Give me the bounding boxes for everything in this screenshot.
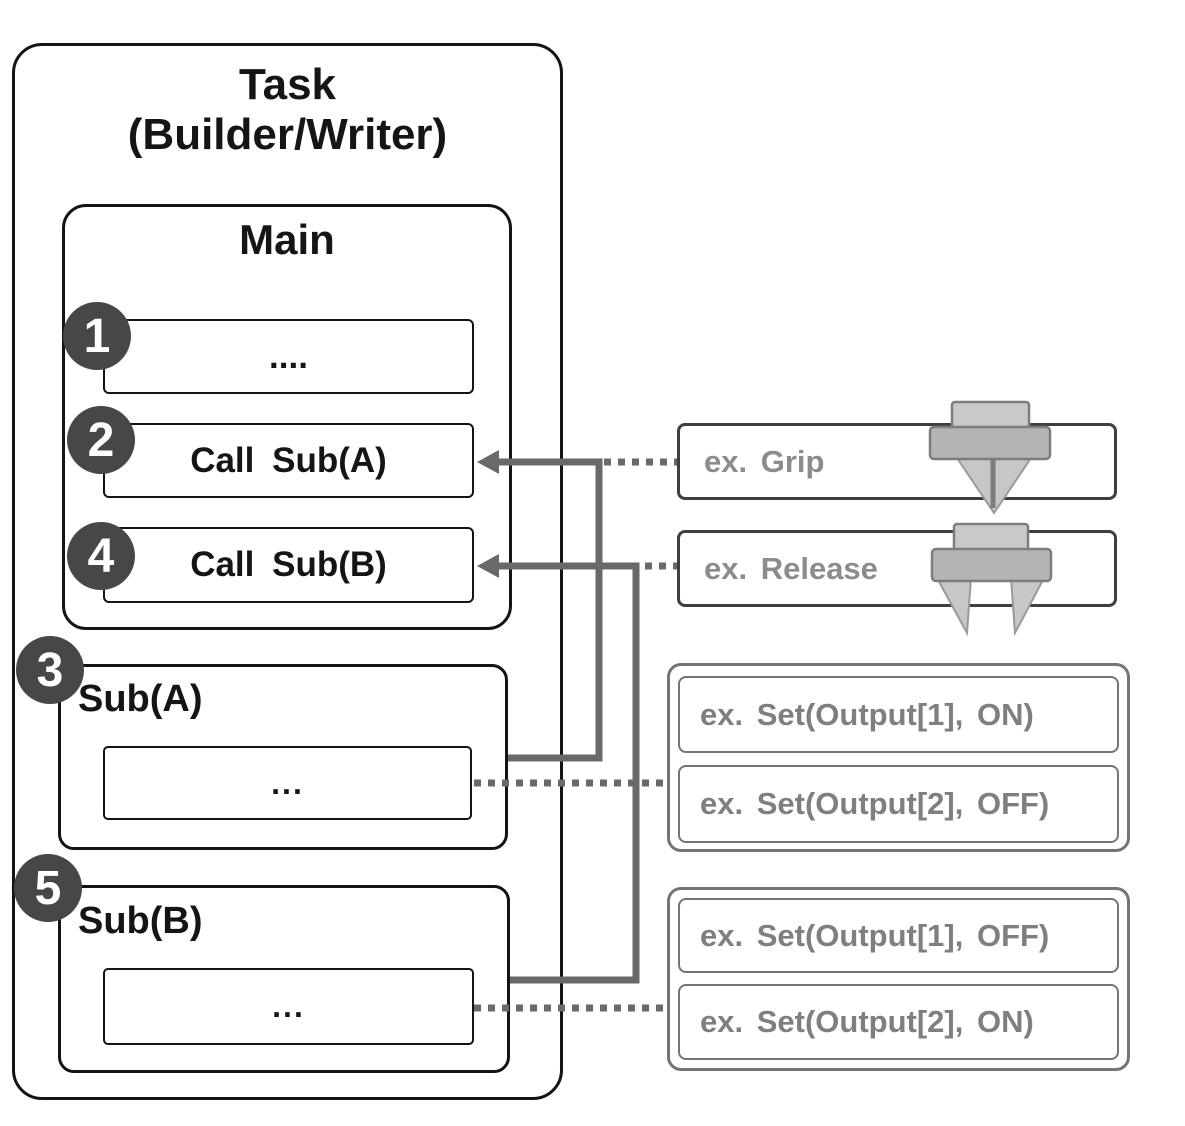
example-set-item: ex. Set(Output[1], ON) xyxy=(678,676,1119,753)
example-set-item: ex. Set(Output[2], OFF) xyxy=(678,765,1119,843)
step-badge-1: 1 xyxy=(63,302,131,370)
example-release-label: ex. Release xyxy=(704,550,878,586)
step-badge-4: 4 xyxy=(67,522,135,590)
sub-b-title: Sub(B) xyxy=(78,900,203,942)
example-set-item: ex. Set(Output[1], OFF) xyxy=(678,898,1119,973)
example-grip-label: ex. Grip xyxy=(704,443,825,479)
sub-a-body-box: ... xyxy=(103,746,472,820)
example-release-box: ex. Release xyxy=(677,530,1117,607)
task-title-line1: Task xyxy=(238,60,337,109)
main-title: Main xyxy=(239,216,335,263)
task-title-line2: (Builder/Writer) xyxy=(127,110,448,159)
task-title: Task (Builder/Writer) xyxy=(12,60,563,160)
step-badge-2: 2 xyxy=(67,406,135,474)
main-step-1-box: .... xyxy=(103,319,474,394)
step-badge-3: 3 xyxy=(16,636,84,704)
main-step-call-sub-b-box: Call Sub(B) xyxy=(103,527,474,603)
example-set-item: ex. Set(Output[2], ON) xyxy=(678,984,1119,1060)
step-badge-5: 5 xyxy=(14,854,82,922)
main-step-call-sub-a-box: Call Sub(A) xyxy=(103,423,474,498)
example-grip-box: ex. Grip xyxy=(677,423,1117,500)
sub-a-title: Sub(A) xyxy=(78,678,203,720)
sub-b-body-box: ... xyxy=(103,968,474,1045)
